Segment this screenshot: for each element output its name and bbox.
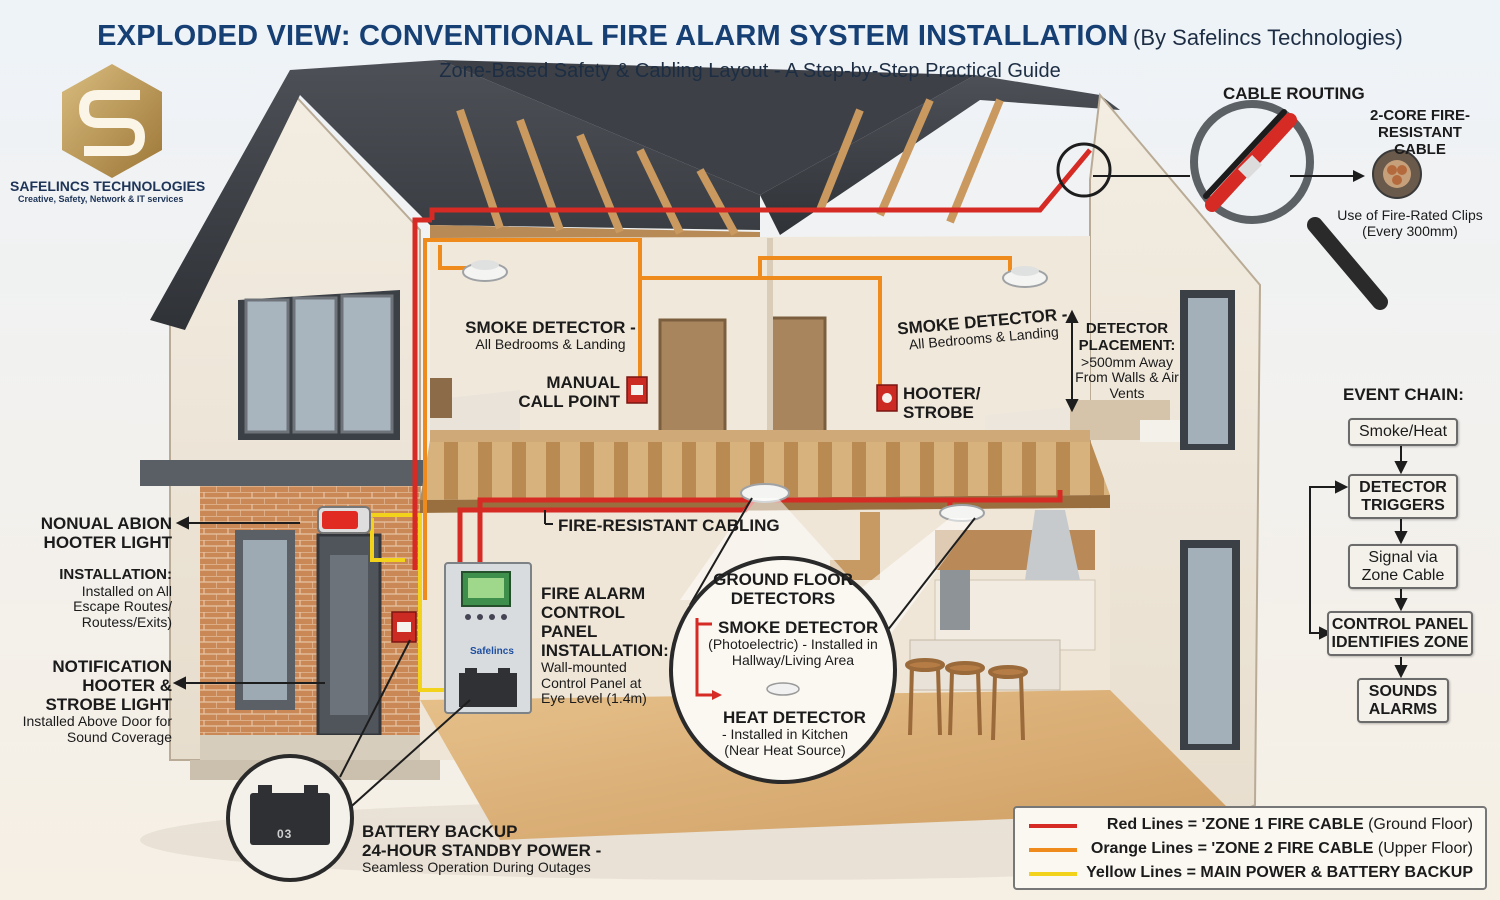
kitchen — [905, 510, 1096, 741]
event-chain-title: EVENT CHAIN: — [1343, 385, 1464, 404]
manual-call-point-label: MANUAL CALL POINT — [518, 373, 620, 412]
title-byline: (By Safelincs Technologies) — [1133, 25, 1403, 50]
cable-routing-magnifier — [1056, 100, 1422, 310]
title-main: EXPLODED VIEW: CONVENTIONAL FIRE ALARM S… — [97, 20, 1129, 52]
event-chain-step-1: Smoke/Heat — [1348, 418, 1458, 446]
hooter-strobe-label: HOOTER/ STROBE — [903, 384, 981, 423]
page-title: EXPLODED VIEW: CONVENTIONAL FIRE ALARM S… — [0, 20, 1500, 53]
notification-hooter-label: NOTIFICATION HOOTER & STROBE LIGHT Insta… — [22, 657, 172, 745]
two-core-cable-label: 2-CORE FIRE-RESISTANT CABLE — [1369, 107, 1470, 158]
power-cabling — [368, 513, 445, 692]
battery-marking: 03 — [277, 827, 293, 841]
staircase — [830, 512, 880, 580]
legend-swatch-zone1 — [1029, 824, 1077, 828]
brand-name: SAFELINCS TECHNOLOGIES — [10, 178, 206, 194]
event-chain-step-4: CONTROL PANEL IDENTIFIES ZONE — [1327, 611, 1473, 657]
installation-escape-routes-label: INSTALLATION: Installed on All Escape Ro… — [59, 566, 172, 631]
panel-logo: Safelincs — [470, 646, 514, 657]
brand-tagline: Creative, Safety, Network & IT services — [18, 194, 184, 204]
ground-floor-detectors-title: GROUND FLOOR DETECTORS — [713, 570, 853, 609]
detector-placement-label: DETECTOR PLACEMENT: >500mm Away From Wal… — [1075, 320, 1179, 401]
smoke-detector-upper-left-label: SMOKE DETECTOR - All Bedrooms & Landing — [465, 318, 636, 353]
legend-row-zone1: Red Lines = 'ZONE 1 FIRE CABLE (Ground F… — [1023, 814, 1479, 838]
cable-routing-label: CABLE ROUTING — [1223, 84, 1365, 103]
detector-callout-edges — [689, 497, 976, 641]
heat-detector-sub: - Installed in Kitchen (Near Heat Source… — [721, 726, 849, 758]
legend-row-power: Yellow Lines = MAIN POWER & BATTERY BACK… — [1023, 862, 1479, 886]
nonual-abion-label: NONUAL ABION HOOTER LIGHT — [40, 514, 172, 553]
upper-smoke-detector-right — [1002, 266, 1048, 288]
manual-call-point-device — [626, 376, 648, 404]
ground-smoke-detector-sub: (Photoelectric) - Installed in Hallway/L… — [708, 636, 878, 668]
fire-resistant-cabling-label: FIRE-RESISTANT CABLING — [558, 516, 780, 535]
cable-legend: Red Lines = 'ZONE 1 FIRE CABLE (Ground F… — [1013, 806, 1487, 890]
pointer-lines — [172, 175, 1190, 690]
upper-smoke-detector-left — [462, 260, 508, 282]
right-gable-wall — [1089, 92, 1262, 882]
page-subtitle: Zone-Based Safety & Cabling Layout - A S… — [439, 60, 1061, 82]
legend-swatch-power — [1029, 872, 1077, 876]
ground-smoke-detector-head: SMOKE DETECTOR — [718, 618, 879, 637]
event-chain-step-3: Signal via Zone Cable — [1348, 544, 1458, 590]
event-chain-step-5: SOUNDS ALARMS — [1357, 678, 1449, 724]
safelincs-logo-mark — [62, 64, 162, 178]
battery-callout — [226, 639, 471, 882]
hooter-strobe-device — [876, 384, 898, 412]
control-panel-device — [444, 562, 532, 714]
event-chain-connectors — [1309, 446, 1408, 679]
control-panel-label: FIRE ALARM CONTROL PANEL INSTALLATION: W… — [541, 584, 669, 707]
ground-call-point-device — [391, 611, 417, 643]
battery-backup-label: BATTERY BACKUP 24-HOUR STANDBY POWER - S… — [362, 822, 602, 876]
ground-floor-detectors-callout — [669, 556, 897, 784]
legend-swatch-zone2 — [1029, 848, 1077, 852]
legend-row-zone2: Orange Lines = 'ZONE 2 FIRE CABLE (Upper… — [1023, 838, 1479, 862]
fire-rated-clips-label: Use of Fire-Rated Clips (Every 300mm) — [1337, 207, 1483, 239]
roof — [150, 60, 1120, 330]
heat-detector-head: HEAT DETECTOR — [723, 708, 866, 727]
exterior-strobe-light — [317, 506, 371, 534]
event-chain-step-2: DETECTOR TRIGGERS — [1348, 474, 1458, 520]
